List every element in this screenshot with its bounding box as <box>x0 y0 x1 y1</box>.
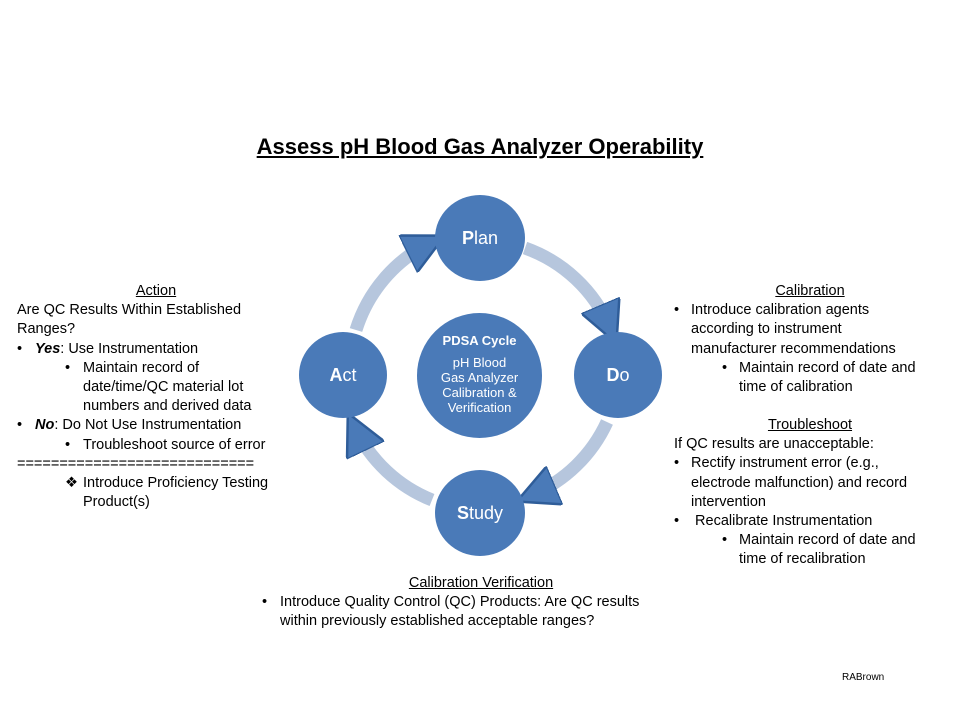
proficiency-testing: ❖Introduce Proficiency Testing Product(s… <box>65 475 269 511</box>
troubleshoot-block: Troubleshoot If QC results are unaccepta… <box>674 416 954 570</box>
action-yes-sub: •Maintain record of <box>65 359 200 376</box>
calibration-heading: Calibration <box>775 283 845 299</box>
action-divider: ============================ <box>17 456 255 472</box>
verification-heading: Calibration Verification <box>408 575 554 591</box>
arrow-study-to-act <box>355 428 435 507</box>
diagram-title: Assess pH Blood Gas Analyzer Operability <box>256 134 704 159</box>
action-question: Are QC Results Within Established <box>17 302 242 319</box>
action-no: •No: Do Not Use Instrumentation <box>17 417 242 434</box>
signature: RABrown <box>842 672 885 683</box>
verification-block: Calibration Verification •Introduce Qual… <box>262 574 702 632</box>
center-title: PDSA Cycle <box>442 333 517 348</box>
action-question-cont: Ranges? <box>17 321 76 338</box>
center-description: pH Blood Gas Analyzer Calibration & Veri… <box>440 355 519 415</box>
action-block: Action Are QC Results Within Established… <box>17 282 297 455</box>
action-yes: •Yes: Use Instrumentation <box>17 340 199 357</box>
arrow-do-to-study <box>532 419 613 495</box>
arrow-plan-to-do <box>522 241 610 328</box>
arrow-act-to-plan <box>349 243 430 333</box>
node-pdsa-center: PDSA Cycle pH Blood Gas Analyzer Calibra… <box>417 313 542 438</box>
action-no-sub: •Troubleshoot source of error <box>65 436 266 453</box>
diamond-bullet-icon: ❖ <box>65 475 78 491</box>
troubleshoot-heading: Troubleshoot <box>767 417 853 433</box>
calibration-block: Calibration •Introduce calibration agent… <box>674 282 954 397</box>
action-heading: Action <box>135 283 177 299</box>
